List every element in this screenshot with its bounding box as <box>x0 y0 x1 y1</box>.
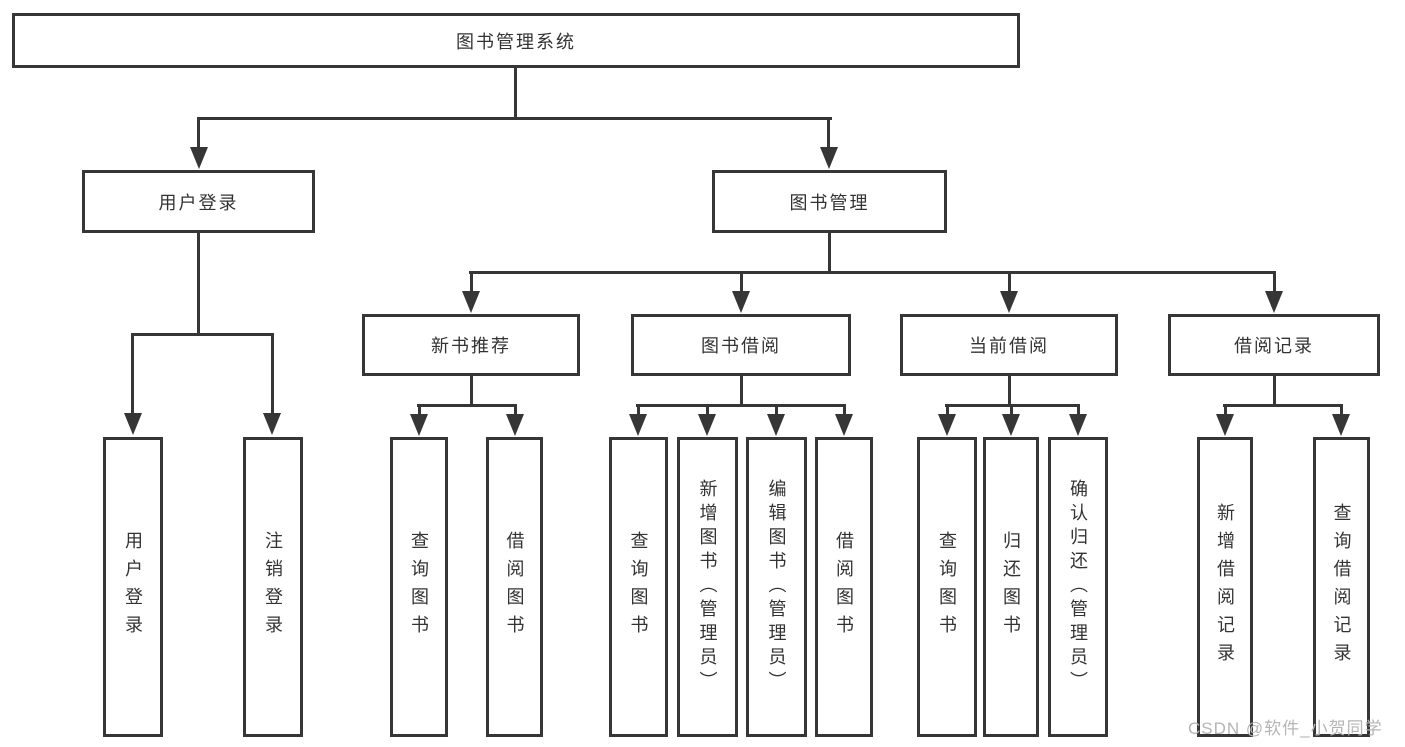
arrow-down-icon <box>698 414 716 436</box>
connector-to-user-login <box>197 117 200 149</box>
connector-to-book-management <box>827 117 830 149</box>
arrow-down-icon <box>1069 414 1087 436</box>
arrow-down-icon <box>506 414 524 436</box>
arrow-down-icon <box>190 147 208 169</box>
connector-records-stem <box>1273 376 1276 407</box>
node-borrow-records: 借阅记录 <box>1168 314 1380 376</box>
connector-root-branch <box>197 117 832 120</box>
arrow-down-icon <box>938 414 956 436</box>
connector-to-leaf <box>843 404 846 416</box>
connector-borrow-branch <box>636 404 846 407</box>
connector-book-management-stem <box>828 233 831 274</box>
connector-to-leaf-user-login <box>131 333 134 415</box>
connector-to-leaf <box>637 404 640 416</box>
node-book-management: 图书管理 <box>712 170 947 233</box>
connector-current-stem <box>1008 376 1011 407</box>
connector-to-leaf <box>775 404 778 416</box>
connector-borrow-stem <box>740 376 743 407</box>
connector-root-stem <box>514 68 517 118</box>
connector-recommend-stem <box>470 376 473 407</box>
leaf-query-books-borrow: 查询图书 <box>609 437 668 737</box>
connector-recommend-branch <box>417 404 517 407</box>
connector-to-book-borrow <box>740 271 743 293</box>
leaf-borrow-books: 借阅图书 <box>815 437 873 737</box>
node-user-login: 用户登录 <box>82 170 315 233</box>
connector-to-leaf <box>946 404 949 416</box>
leaf-logout: 注销登录 <box>243 437 303 737</box>
watermark: CSDN @软件_小贺同学 <box>1188 719 1383 738</box>
leaf-query-books-current: 查询图书 <box>917 437 977 737</box>
connector-to-leaf <box>706 404 709 416</box>
node-current-borrow: 当前借阅 <box>900 314 1118 376</box>
arrow-down-icon <box>410 414 428 436</box>
arrow-down-icon <box>1000 291 1018 313</box>
connector-records-branch <box>1223 404 1343 407</box>
arrow-down-icon <box>124 413 142 435</box>
connector-to-borrow-records <box>1273 271 1276 293</box>
node-new-book-recommend: 新书推荐 <box>362 314 580 376</box>
leaf-add-books-admin: 新增图书（管理员） <box>677 437 738 737</box>
connector-to-new-book-recommend <box>470 271 473 293</box>
arrow-down-icon <box>629 414 647 436</box>
connector-book-management-branch <box>469 271 1276 274</box>
connector-to-leaf <box>1340 404 1343 416</box>
arrow-down-icon <box>1265 291 1283 313</box>
connector-to-leaf <box>1077 404 1080 416</box>
arrow-down-icon <box>767 414 785 436</box>
arrow-down-icon <box>1002 414 1020 436</box>
leaf-query-books-recommend: 查询图书 <box>390 437 448 737</box>
node-library-management-system: 图书管理系统 <box>12 13 1020 68</box>
connector-to-leaf <box>418 404 421 416</box>
leaf-borrow-books-recommend: 借阅图书 <box>486 437 543 737</box>
node-book-borrow: 图书借阅 <box>631 314 851 376</box>
arrow-down-icon <box>1216 414 1234 436</box>
connector-user-login-branch <box>131 333 274 336</box>
arrow-down-icon <box>835 414 853 436</box>
connector-to-leaf <box>1010 404 1013 416</box>
arrow-down-icon <box>1332 414 1350 436</box>
connector-to-leaf <box>514 404 517 416</box>
leaf-user-login: 用户登录 <box>103 437 163 737</box>
leaf-edit-books-admin: 编辑图书（管理员） <box>746 437 807 737</box>
leaf-query-borrow-record: 查询借阅记录 <box>1313 437 1370 737</box>
arrow-down-icon <box>263 413 281 435</box>
arrow-down-icon <box>820 147 838 169</box>
connector-to-current-borrow <box>1008 271 1011 293</box>
arrow-down-icon <box>462 291 480 313</box>
connector-to-leaf <box>1224 404 1227 416</box>
leaf-add-borrow-record: 新增借阅记录 <box>1197 437 1253 737</box>
arrow-down-icon <box>732 291 750 313</box>
connector-user-login-stem <box>197 233 200 336</box>
leaf-return-books: 归还图书 <box>983 437 1039 737</box>
leaf-confirm-return-admin: 确认归还（管理员） <box>1048 437 1108 737</box>
connector-to-leaf-logout <box>271 333 274 415</box>
